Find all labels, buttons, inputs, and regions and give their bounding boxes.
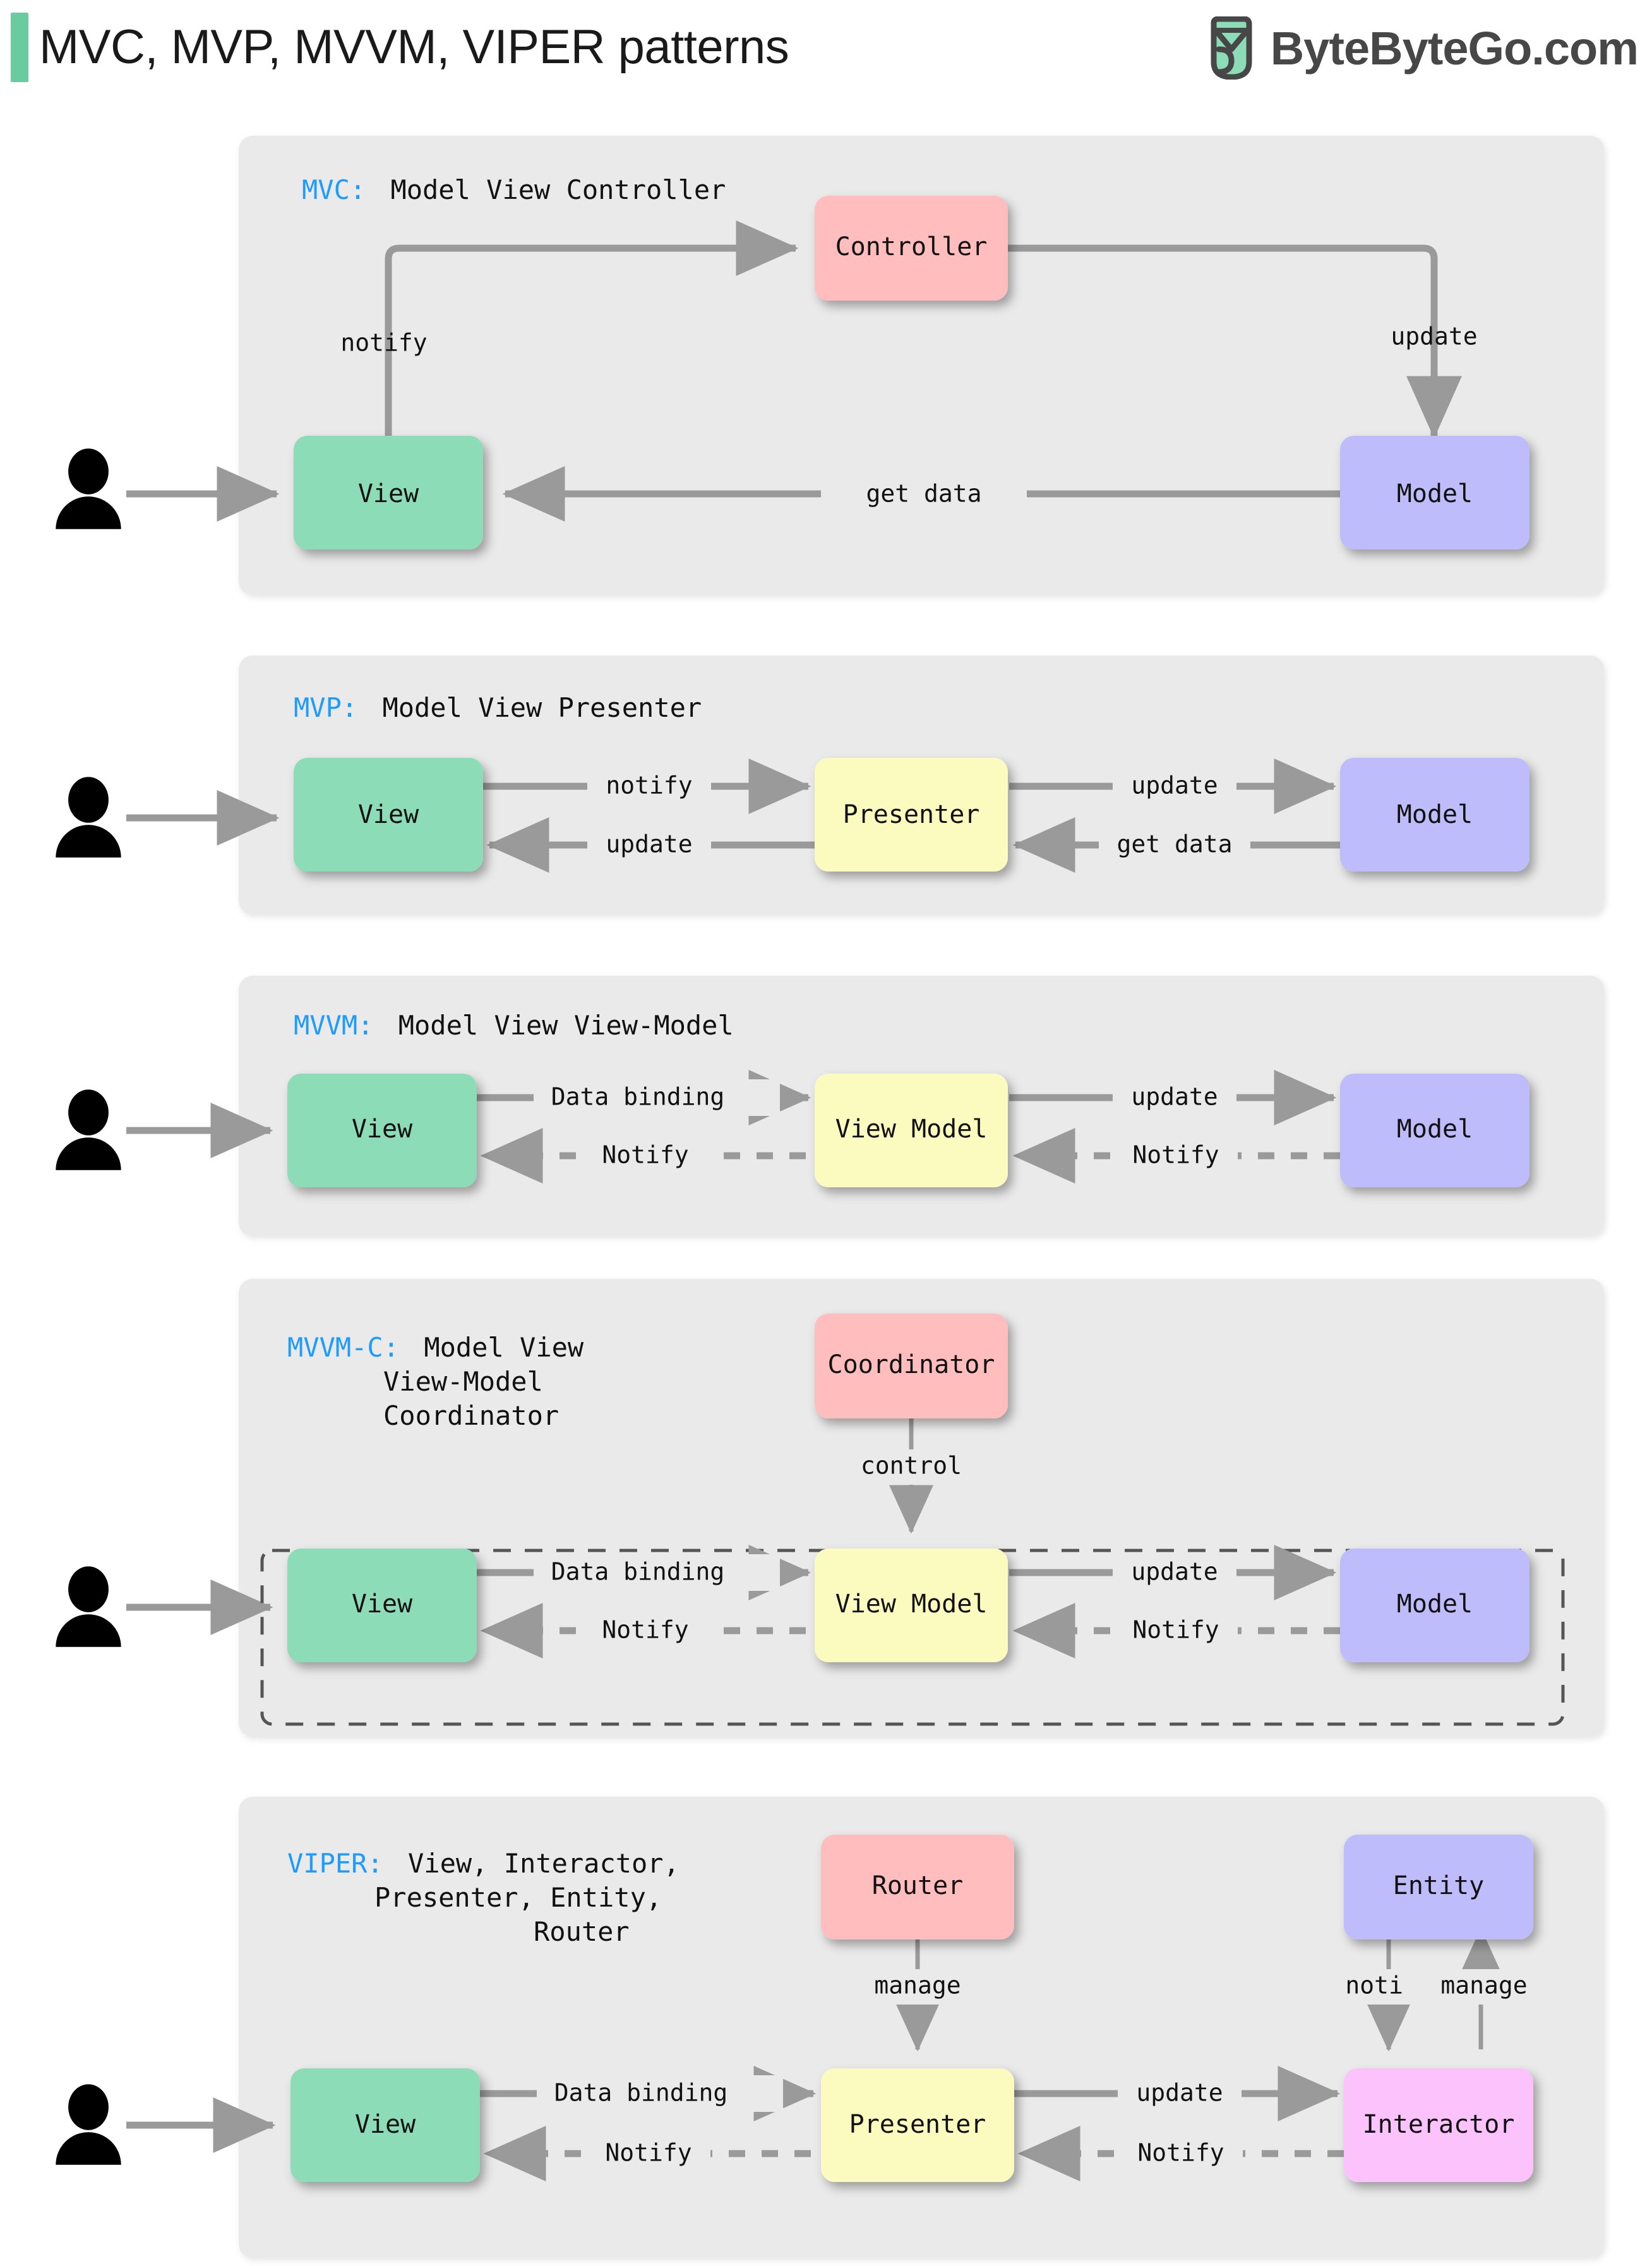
edge-label-notify-mvc: notify	[340, 329, 427, 357]
node-label-view-viper: View	[355, 2110, 416, 2139]
node-label-view-mvc: View	[358, 479, 419, 508]
section-title-line3-mvvmc: Coordinator	[383, 1400, 559, 1431]
edge-label-notify-right-viper: Notify	[1137, 2139, 1224, 2167]
node-label-model-mvp: Model	[1397, 800, 1473, 829]
section-title-line2-mvvmc: View-Model	[383, 1366, 543, 1397]
node-label-router-viper: Router	[872, 1871, 964, 1900]
edge-label-update-right-mvp: update	[1131, 772, 1218, 800]
title-accent-bar	[11, 13, 28, 82]
section-acronym-mvvm: MVVM:	[294, 1010, 373, 1041]
node-label-view-mvvmc: View	[352, 1590, 413, 1619]
page-title: MVC, MVP, MVVM, VIPER patterns	[39, 20, 789, 74]
edge-label-databinding-mvvmc: Data binding	[551, 1558, 725, 1586]
section-title-line1-viper: View, Interactor,	[408, 1848, 679, 1879]
node-label-interactor-viper: Interactor	[1363, 2110, 1515, 2139]
edge-label-manage-interactor: manage	[1440, 1972, 1527, 1999]
section-title-mvp: MVP: Model View Presenter	[294, 692, 702, 723]
edge-label-getdata-mvc: get data	[866, 480, 981, 508]
node-interactor-viper[interactable]: Interactor	[1344, 2068, 1533, 2182]
section-acronym-mvc: MVC:	[302, 174, 366, 205]
section-title-line2-viper: Presenter, Entity,	[374, 1882, 662, 1913]
user-person-icon	[56, 1089, 121, 1170]
node-router-viper[interactable]: Router	[821, 1835, 1014, 1939]
bytebytego-logo-icon	[1211, 16, 1252, 80]
section-title-line1-mvvmc: Model View	[424, 1332, 584, 1363]
node-view-mvp[interactable]: View	[294, 758, 483, 872]
node-entity-viper[interactable]: Entity	[1344, 1835, 1533, 1939]
node-viewmodel-mvvm[interactable]: View Model	[815, 1074, 1008, 1187]
node-label-coordinator-mvvmc: Coordinator	[828, 1350, 995, 1379]
section-mvvmc: MVVM-C: Model View View-Model Coordinato…	[56, 1279, 1604, 1737]
section-title-mvvmc: MVVM-C: Model View	[287, 1332, 584, 1363]
section-mvvm: MVVM: Model View View-Model Data binding…	[56, 976, 1604, 1236]
node-view-mvvm[interactable]: View	[287, 1074, 477, 1187]
section-title-mvc: MVC: Model View Controller	[302, 174, 726, 205]
section-mvp: MVP: Model View Presenter notify update …	[56, 656, 1604, 914]
user-person-icon	[56, 448, 121, 529]
node-view-mvvmc[interactable]: View	[287, 1549, 477, 1662]
edge-label-notify-left-viper: Notify	[605, 2139, 691, 2167]
edge-label-notify-right-mvvmc: Notify	[1132, 1616, 1219, 1644]
node-label-viewmodel-mvvmc: View Model	[835, 1590, 988, 1619]
edge-label-databinding-viper: Data binding	[554, 2079, 728, 2107]
node-model-mvvm[interactable]: Model	[1340, 1074, 1529, 1187]
page-header: MVC, MVP, MVVM, VIPER patterns ByteByteG…	[0, 0, 1652, 101]
node-label-controller-mvc: Controller	[835, 232, 988, 261]
section-title-mvvm: MVVM: Model View View-Model	[294, 1010, 734, 1041]
node-label-model-mvc: Model	[1397, 479, 1473, 508]
edge-label-notify-left-mvvmc: Notify	[602, 1616, 688, 1644]
edge-label-getdata-mvp: get data	[1116, 830, 1232, 858]
edge-update-path-mvc	[1008, 244, 1462, 439]
node-presenter-viper[interactable]: Presenter	[821, 2068, 1014, 2182]
user-person-icon	[56, 777, 121, 858]
node-label-view-mvvm: View	[352, 1115, 413, 1144]
section-mvc: MVC: Model View Controller notify update…	[56, 136, 1604, 595]
section-title-text-mvvm: Model View View-Model	[398, 1010, 734, 1041]
node-presenter-mvp[interactable]: Presenter	[815, 758, 1008, 872]
edge-label-update-mvvm: update	[1131, 1083, 1218, 1111]
edge-label-update-mvc: update	[1391, 323, 1477, 351]
section-title-text-mvc: Model View Controller	[390, 174, 726, 205]
section-title-line3-viper: Router	[534, 1916, 630, 1947]
section-title-viper: VIPER: View, Interactor,	[287, 1848, 679, 1879]
node-label-model-mvvmc: Model	[1397, 1590, 1473, 1619]
node-model-mvp[interactable]: Model	[1340, 758, 1529, 872]
edge-label-manage-router: manage	[874, 1972, 961, 1999]
brand-name: ByteByteGo.com	[1270, 21, 1639, 75]
node-view-mvc[interactable]: View	[294, 436, 483, 549]
section-title-text-mvp: Model View Presenter	[382, 692, 702, 723]
brand-logo-group: ByteByteGo.com	[1205, 15, 1639, 81]
user-person-icon	[56, 1566, 121, 1647]
node-coordinator-mvvmc[interactable]: Coordinator	[815, 1314, 1008, 1418]
section-acronym-mvp: MVP:	[294, 692, 357, 723]
node-view-viper[interactable]: View	[290, 2068, 480, 2182]
edge-label-update-mvvmc: update	[1131, 1558, 1218, 1586]
node-viewmodel-mvvmc[interactable]: View Model	[815, 1549, 1008, 1662]
edge-label-databinding-mvvm: Data binding	[551, 1083, 725, 1111]
node-label-view-mvp: View	[358, 800, 419, 829]
edge-label-update-viper: update	[1136, 2079, 1223, 2107]
section-acronym-viper: VIPER:	[287, 1848, 383, 1879]
section-viper: VIPER: View, Interactor, Presenter, Enti…	[56, 1797, 1604, 2258]
node-label-model-mvvm: Model	[1397, 1115, 1473, 1144]
edge-label-notify-right-mvvm: Notify	[1132, 1141, 1219, 1169]
edge-notify-path-mvc	[385, 220, 799, 486]
edge-label-notify-mvp: notify	[606, 772, 692, 800]
node-label-presenter-mvp: Presenter	[843, 800, 980, 829]
node-model-mvvmc[interactable]: Model	[1340, 1549, 1529, 1662]
node-label-entity-viper: Entity	[1393, 1871, 1485, 1900]
node-model-mvc[interactable]: Model	[1340, 436, 1529, 549]
user-person-icon	[56, 2084, 121, 2165]
node-controller-mvc[interactable]: Controller	[815, 196, 1008, 301]
edge-label-notify-left-mvvm: Notify	[602, 1141, 688, 1169]
edge-label-update-left-mvp: update	[606, 830, 692, 858]
node-label-presenter-viper: Presenter	[849, 2110, 986, 2139]
section-acronym-mvvmc: MVVM-C:	[287, 1332, 399, 1363]
edge-label-control-mvvmc: control	[861, 1452, 962, 1480]
node-label-viewmodel-mvvm: View Model	[835, 1115, 988, 1144]
